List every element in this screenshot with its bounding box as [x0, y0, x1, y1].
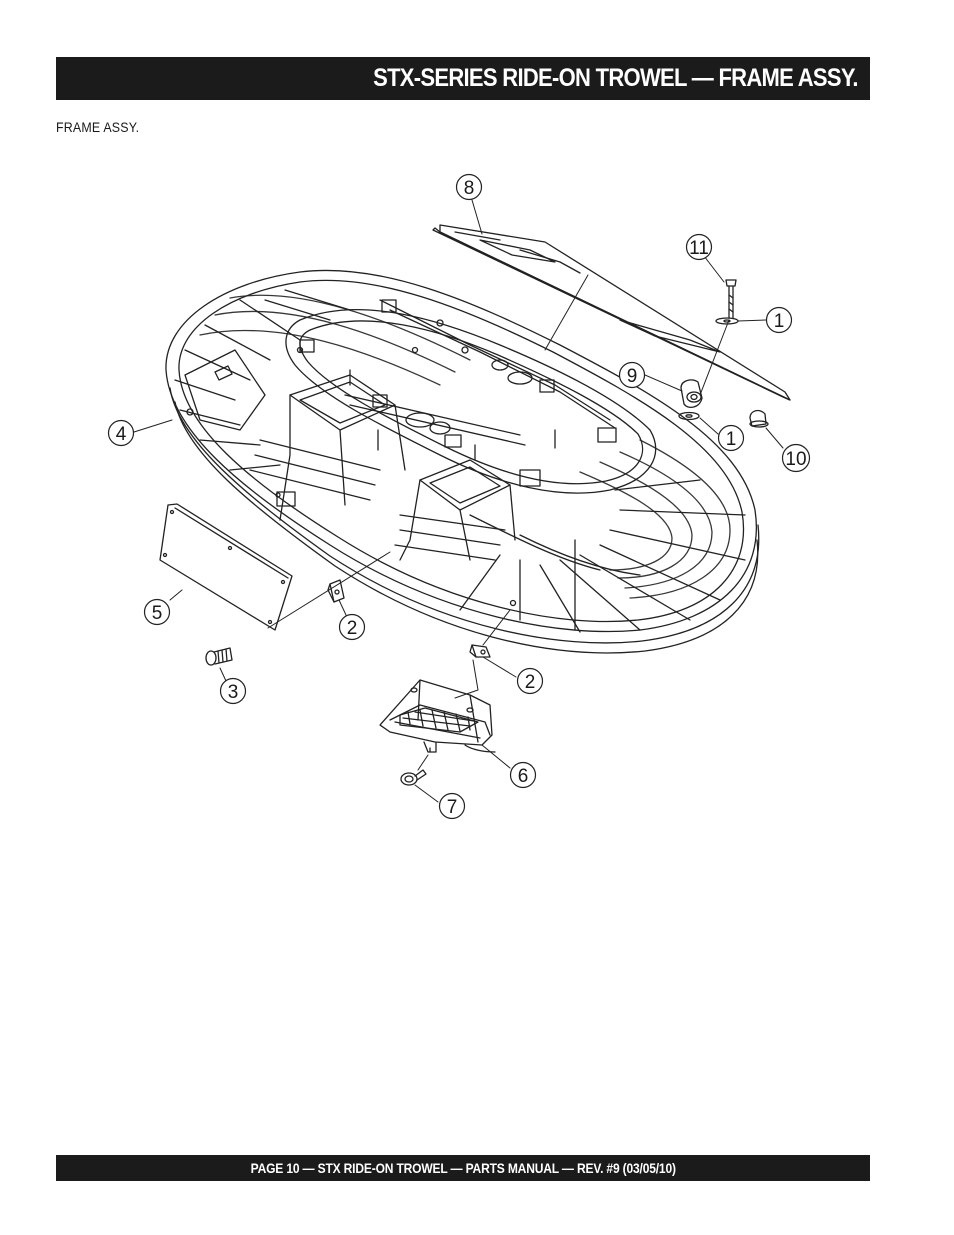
callout-1-upper: 1 [765, 306, 793, 334]
part-3-screw [205, 647, 233, 666]
callout-9: 9 [618, 361, 646, 389]
svg-text:1: 1 [774, 311, 785, 332]
page-footer: PAGE 10 — STX RIDE-ON TROWEL — PARTS MAN… [250, 1160, 676, 1176]
callout-11: 11 [685, 233, 713, 261]
svg-text:11: 11 [689, 238, 709, 259]
part-8-cover-plate [432, 224, 791, 401]
leader-lines [133, 199, 784, 803]
svg-text:7: 7 [447, 797, 458, 818]
svg-text:4: 4 [116, 424, 127, 445]
part-1-washer-lower [678, 411, 700, 421]
callout-1-lower: 1 [717, 424, 745, 452]
callout-5: 5 [143, 598, 171, 626]
svg-text:9: 9 [627, 366, 638, 387]
guard-ring-frame [165, 269, 760, 654]
svg-text:3: 3 [228, 682, 239, 703]
part-7-bolt [400, 769, 427, 786]
svg-text:6: 6 [518, 766, 529, 787]
page-title: STX-SERIES RIDE-ON TROWEL — FRAME ASSY. [373, 64, 858, 92]
part-6-step [379, 679, 496, 753]
page-title-bar: STX-SERIES RIDE-ON TROWEL — FRAME ASSY. [56, 57, 870, 100]
callout-2-right: 2 [516, 667, 544, 695]
section-label: FRAME ASSY. [56, 120, 140, 135]
part-9-bushing [680, 379, 703, 409]
callout-3: 3 [219, 677, 247, 705]
callout-6: 6 [509, 761, 537, 789]
part-10-bumper [749, 409, 769, 428]
page-footer-bar: PAGE 10 — STX RIDE-ON TROWEL — PARTS MAN… [56, 1155, 870, 1181]
svg-text:1: 1 [726, 429, 737, 450]
svg-text:2: 2 [525, 672, 536, 693]
operator-platform-frame [249, 299, 657, 561]
svg-text:10: 10 [785, 449, 806, 470]
svg-text:5: 5 [152, 603, 163, 624]
svg-text:8: 8 [464, 178, 475, 199]
callout-7: 7 [438, 792, 466, 820]
part-2-clip-nut-left [327, 579, 345, 603]
callout-4: 4 [107, 419, 135, 447]
callout-2-left: 2 [338, 613, 366, 641]
part-2-clip-nut-right [469, 644, 491, 658]
svg-text:2: 2 [347, 618, 358, 639]
callout-8: 8 [455, 173, 483, 201]
callout-10: 10 [781, 443, 811, 473]
part-11-bolt [725, 279, 737, 319]
part-1-washer-upper [715, 317, 739, 325]
part-5-side-panel [159, 503, 293, 631]
